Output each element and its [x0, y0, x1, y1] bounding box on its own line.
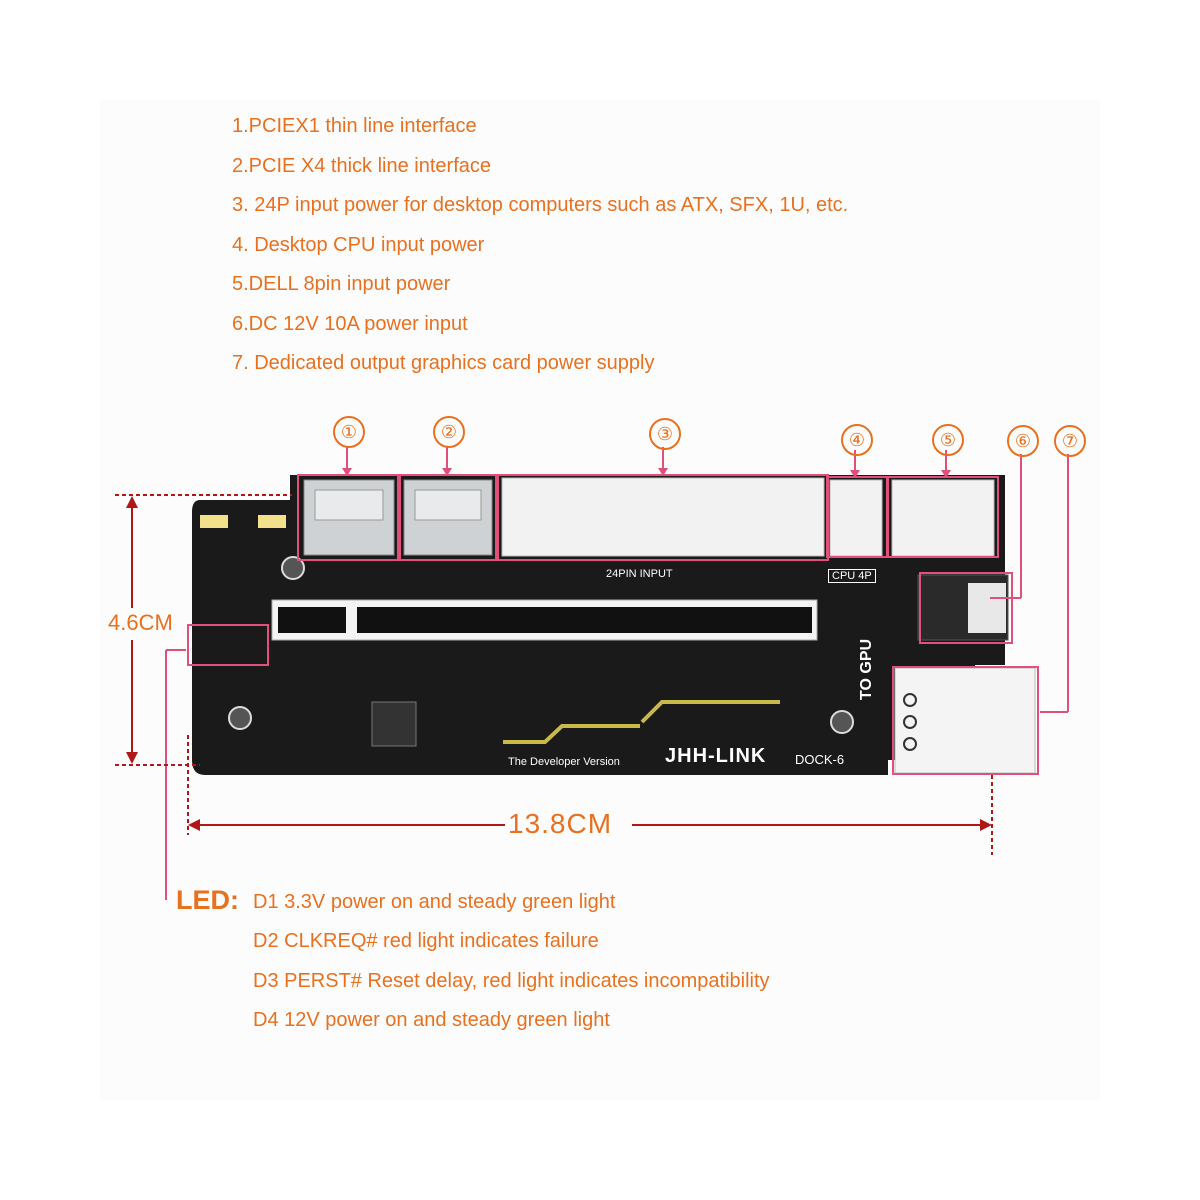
feature-2: 2.PCIE X4 thick line interface: [232, 155, 492, 177]
feature-6: 6.DC 12V 10A power input: [232, 313, 468, 335]
connector-dell8pin: [891, 479, 995, 557]
led-indicator: [200, 515, 228, 528]
silk-cpu-label: CPU 4P: [828, 569, 876, 583]
feature-1: 1.PCIEX1 thin line interface: [232, 115, 477, 137]
mount-hole: [281, 556, 305, 580]
callout-number-7: ⑦: [1054, 425, 1086, 457]
led-line-d3: D3 PERST# Reset delay, red light indicat…: [253, 970, 770, 992]
callout-number-1: ①: [333, 416, 365, 448]
led-line-d4: D4 12V power on and steady green light: [253, 1009, 610, 1031]
height-dimension: 4.6CM: [108, 610, 173, 635]
feature-5: 5.DELL 8pin input power: [232, 273, 451, 295]
callout-box-led: [187, 624, 269, 666]
mount-hole: [830, 710, 854, 734]
board-brand: JHH-LINK: [665, 745, 767, 767]
board-version: The Developer Version: [508, 756, 620, 768]
callout-number-5: ⑤: [932, 424, 964, 456]
feature-3: 3. 24P input power for desktop computers…: [232, 194, 849, 216]
callout-number-3: ③: [649, 418, 681, 450]
callout-number-2: ②: [433, 416, 465, 448]
feature-7: 7. Dedicated output graphics card power …: [232, 352, 655, 374]
silk-to-gpu-label: TO GPU: [858, 638, 875, 700]
led-line-d2: D2 CLKREQ# red light indicates failure: [253, 930, 599, 952]
feature-4: 4. Desktop CPU input power: [232, 234, 485, 256]
led-indicator: [258, 515, 286, 528]
callout-box-5: [887, 476, 999, 558]
silk-24pin-label: 24PIN INPUT: [606, 568, 673, 580]
callout-box-6: [919, 572, 1013, 644]
callout-number-6: ⑥: [1007, 425, 1039, 457]
led-line-d1: D1 3.3V power on and steady green light: [253, 891, 616, 913]
callout-box-7: [892, 666, 1039, 775]
callout-box-1: [297, 474, 399, 561]
led-title: LED:: [176, 885, 239, 915]
inductor: [371, 701, 417, 747]
width-dimension: 13.8CM: [508, 808, 613, 839]
connector-24pin: [501, 477, 825, 557]
mount-hole: [228, 706, 252, 730]
callout-box-2: [399, 474, 497, 561]
board-model: DOCK-6: [795, 752, 845, 767]
callout-number-4: ④: [841, 424, 873, 456]
connector-cpu4p: [829, 479, 883, 557]
